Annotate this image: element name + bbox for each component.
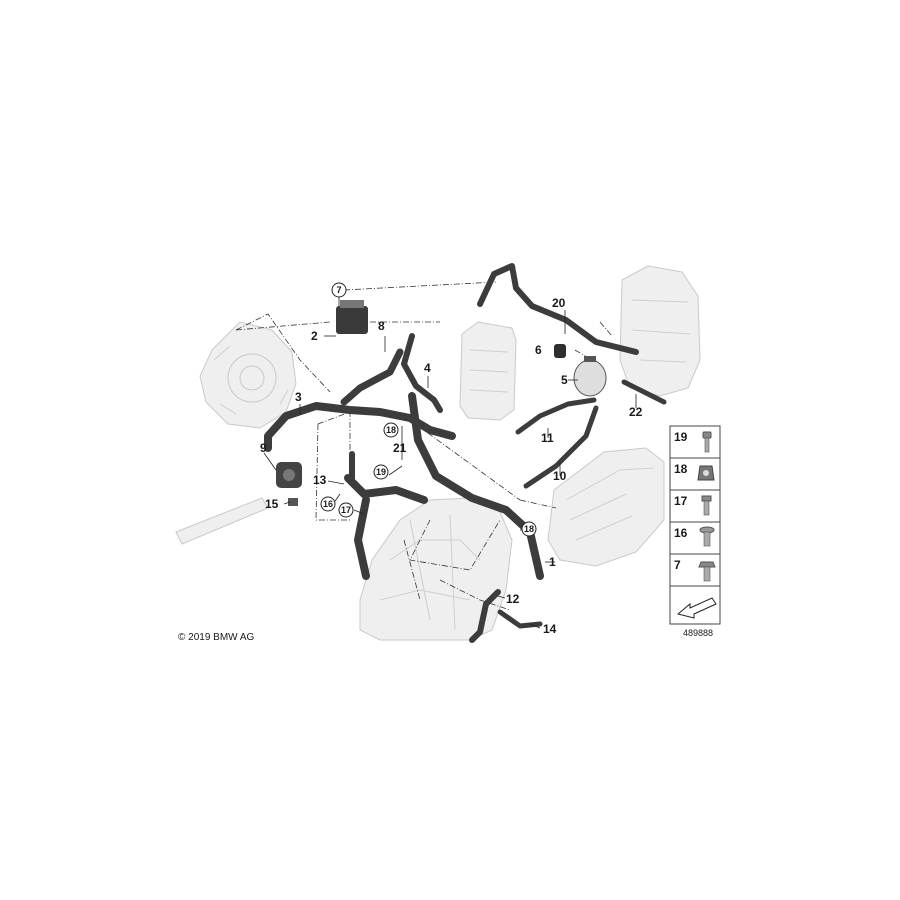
bracket-part-15 [288,498,298,506]
legend-label-19: 19 [674,430,688,444]
clip-nut-icon [697,465,715,481]
drive-shaft [175,497,269,545]
callout-9: 9 [260,441,267,455]
callout-20: 20 [552,296,566,310]
circled-callout-18a-label: 18 [386,425,396,435]
electric-motor-right [619,265,701,397]
legend-label-16: 16 [674,526,688,540]
copyright-text: © 2019 BMW AG [178,632,255,643]
callout-1: 1 [549,555,556,569]
callout-2: 2 [311,329,318,343]
expansion-tank-part-5 [573,356,607,397]
circled-callout-18b-label: 18 [524,524,534,534]
callout-11: 11 [541,431,554,445]
power-electronics-unit [459,321,517,421]
callout-15: 15 [265,497,279,511]
circled-callout-17: 17 [338,502,354,518]
circled-callout-16-label: 16 [323,499,333,509]
diagram-number: 489888 [683,628,713,638]
hex-bolt-icon [698,561,716,582]
legend-label-18: 18 [674,462,688,476]
reference-lines [235,281,613,611]
mount-part-6 [554,344,566,358]
electric-motor-left [199,321,297,429]
circled-callout-19: 19 [373,464,389,480]
bolt-icon [701,495,712,516]
battery-charger-unit [547,447,665,567]
callout-22: 22 [629,405,643,419]
callout-10: 10 [553,469,567,483]
legend-label-7: 7 [674,558,681,572]
callout-6: 6 [535,343,542,357]
screw-icon [702,431,712,453]
legend-label-17: 17 [674,494,688,508]
circled-callout-7-label: 7 [336,285,341,295]
callout-4: 4 [424,361,431,375]
circled-callout-7: 7 [331,282,347,298]
callout-5: 5 [561,373,568,387]
arrow-icon [676,597,717,619]
callout-12: 12 [506,592,520,606]
callout-21: 21 [393,441,407,455]
fastener-legend: 19 18 17 16 7 [669,425,721,625]
coolant-heater-part-2 [336,300,368,334]
electric-coolant-pump-part-9 [276,462,302,488]
circled-callout-18a: 18 [383,422,399,438]
callout-8: 8 [378,319,385,333]
circled-callout-16: 16 [320,496,336,512]
callout-3: 3 [295,390,302,404]
circled-callout-19-label: 19 [376,467,386,477]
callout-14: 14 [543,622,557,636]
circled-callout-18b: 18 [521,521,537,537]
flange-bolt-icon [699,526,715,547]
transmission-housing [359,497,513,641]
circled-callout-17-label: 17 [341,505,351,515]
callout-13: 13 [313,473,327,487]
